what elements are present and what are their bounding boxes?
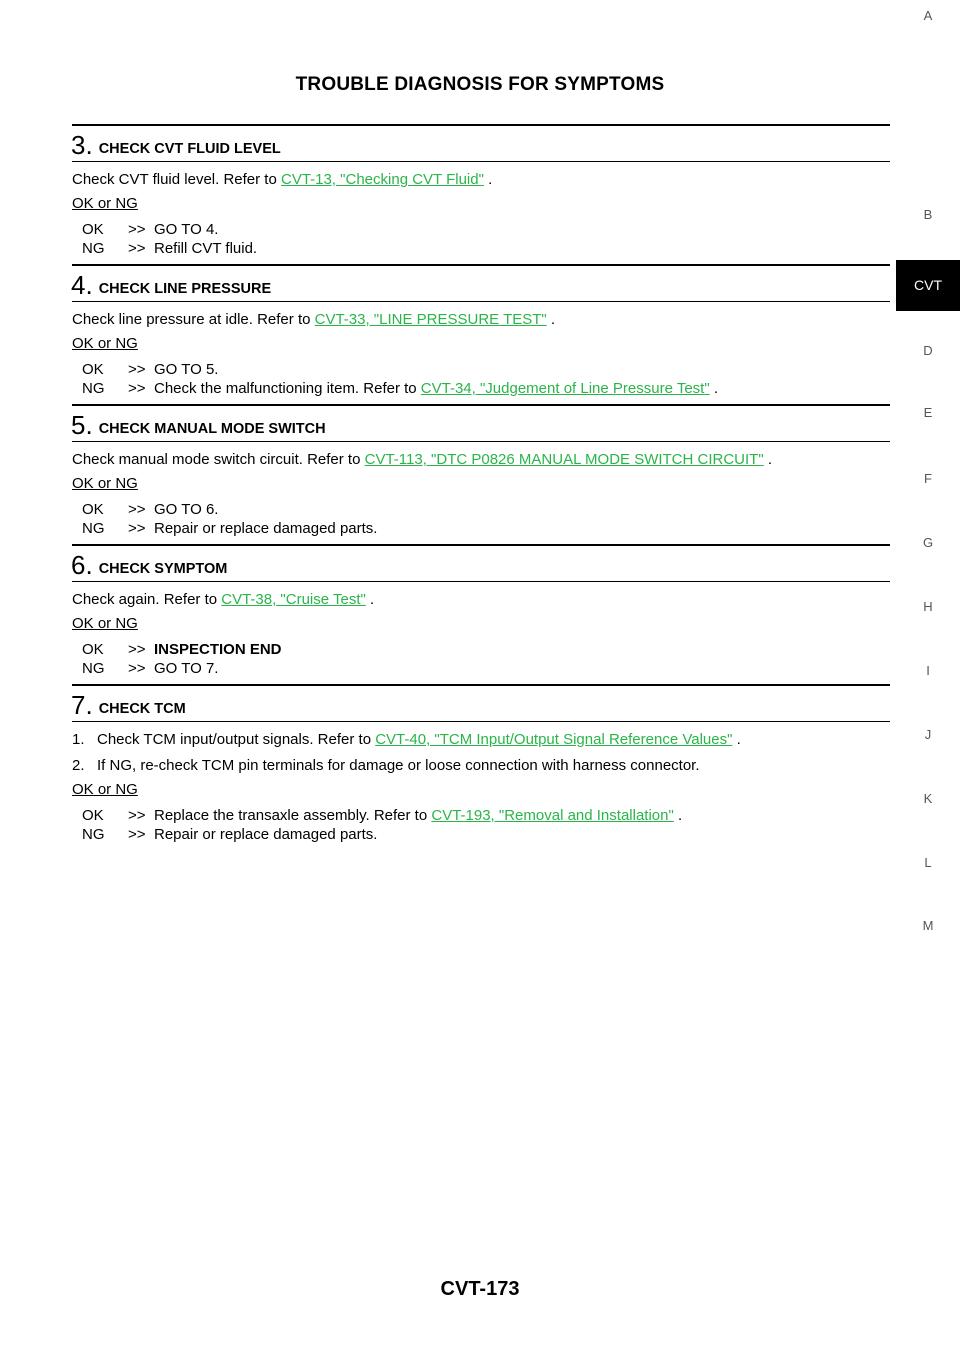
step-title: CHECK LINE PRESSURE: [98, 281, 272, 297]
reference-link[interactable]: CVT-40, "TCM Input/Output Signal Referen…: [375, 731, 733, 748]
step-title: CHECK TCM: [98, 701, 186, 717]
step-instruction: Check manual mode switch circuit. Refer …: [72, 451, 773, 468]
step-instruction: Check CVT fluid level. Refer to CVT-13, …: [72, 171, 493, 188]
step-4: 4. CHECK LINE PRESSURE Check line pressu…: [71, 264, 890, 398]
step-header: 7. CHECK TCM: [71, 684, 890, 722]
ok-or-ng-label: OK or NG: [72, 195, 138, 212]
result-ok: OK>>GO TO 5.: [82, 361, 219, 378]
ok-or-ng-label: OK or NG: [72, 615, 138, 632]
tab-e[interactable]: E: [923, 405, 933, 420]
result-ng: NG>>Repair or replace damaged parts.: [82, 826, 378, 843]
tab-g[interactable]: G: [922, 535, 934, 550]
result-list: OK>>GO TO 5. NG>>Check the malfunctionin…: [72, 360, 890, 398]
result-ok: OK>>Replace the transaxle assembly. Refe…: [82, 807, 683, 824]
result-ok: OK>>GO TO 4.: [82, 221, 219, 238]
result-list: OK>>GO TO 4. NG>>Refill CVT fluid.: [72, 220, 890, 258]
tab-a[interactable]: A: [923, 8, 933, 23]
result-ng: NG>>GO TO 7.: [82, 660, 219, 677]
step-7: 7. CHECK TCM 1. Check TCM input/output s…: [71, 684, 890, 844]
step-title: CHECK SYMPTOM: [98, 561, 228, 577]
reference-link[interactable]: CVT-193, "Removal and Installation": [431, 807, 674, 824]
step-number: 5: [71, 410, 86, 440]
reference-link[interactable]: CVT-38, "Cruise Test": [221, 591, 366, 608]
step-instruction: 2. If NG, re-check TCM pin terminals for…: [72, 757, 700, 774]
step-instruction: Check line pressure at idle. Refer to CV…: [72, 311, 556, 328]
tab-k[interactable]: K: [923, 791, 933, 806]
result-ok: OK>>GO TO 6.: [82, 501, 219, 518]
step-header: 6. CHECK SYMPTOM: [71, 544, 890, 582]
page-number: CVT-173: [440, 1278, 520, 1300]
step-number: 4: [71, 270, 86, 300]
tab-m[interactable]: M: [922, 918, 934, 933]
tab-l[interactable]: L: [924, 855, 932, 870]
tab-cvt[interactable]: CVT: [896, 260, 960, 311]
tab-f[interactable]: F: [924, 471, 932, 486]
ok-or-ng-label: OK or NG: [72, 335, 138, 352]
page-title: TROUBLE DIAGNOSIS FOR SYMPTOMS: [295, 74, 665, 95]
step-number: 6: [71, 550, 86, 580]
reference-link[interactable]: CVT-34, "Judgement of Line Pressure Test…: [420, 380, 710, 397]
step-instruction: Check again. Refer to CVT-38, "Cruise Te…: [72, 591, 375, 608]
step-header: 4. CHECK LINE PRESSURE: [71, 264, 890, 302]
result-list: OK>>INSPECTION END NG>>GO TO 7.: [72, 640, 890, 678]
tab-h[interactable]: H: [923, 599, 933, 614]
result-ng: NG>>Repair or replace damaged parts.: [82, 520, 378, 537]
result-ng: NG>>Check the malfunctioning item. Refer…: [82, 380, 718, 397]
result-list: OK>>Replace the transaxle assembly. Refe…: [72, 806, 890, 844]
ok-or-ng-label: OK or NG: [72, 781, 138, 798]
diagnosis-content: 3. CHECK CVT FLUID LEVEL Check CVT fluid…: [71, 124, 890, 844]
step-title: CHECK MANUAL MODE SWITCH: [98, 421, 326, 437]
reference-link[interactable]: CVT-33, "LINE PRESSURE TEST": [314, 311, 547, 328]
step-header: 5. CHECK MANUAL MODE SWITCH: [71, 404, 890, 442]
result-ng: NG>>Refill CVT fluid.: [82, 240, 258, 257]
tab-d[interactable]: D: [923, 343, 933, 358]
tab-b[interactable]: B: [923, 207, 933, 222]
step-5: 5. CHECK MANUAL MODE SWITCH Check manual…: [71, 404, 890, 538]
step-instruction: 1. Check TCM input/output signals. Refer…: [72, 731, 741, 748]
step-title: CHECK CVT FLUID LEVEL: [98, 141, 281, 157]
step-number: 3: [71, 130, 86, 160]
reference-link[interactable]: CVT-113, "DTC P0826 MANUAL MODE SWITCH C…: [364, 451, 764, 468]
tab-i[interactable]: I: [926, 663, 930, 678]
result-ok: OK>>INSPECTION END: [82, 641, 282, 658]
step-3: 3. CHECK CVT FLUID LEVEL Check CVT fluid…: [71, 124, 890, 258]
step-6: 6. CHECK SYMPTOM Check again. Refer to C…: [71, 544, 890, 678]
tab-j[interactable]: J: [924, 727, 932, 742]
step-header: 3. CHECK CVT FLUID LEVEL: [71, 124, 890, 162]
result-list: OK>>GO TO 6. NG>>Repair or replace damag…: [72, 500, 890, 538]
step-number: 7: [71, 690, 86, 720]
reference-link[interactable]: CVT-13, "Checking CVT Fluid": [280, 171, 484, 188]
ok-or-ng-label: OK or NG: [72, 475, 138, 492]
